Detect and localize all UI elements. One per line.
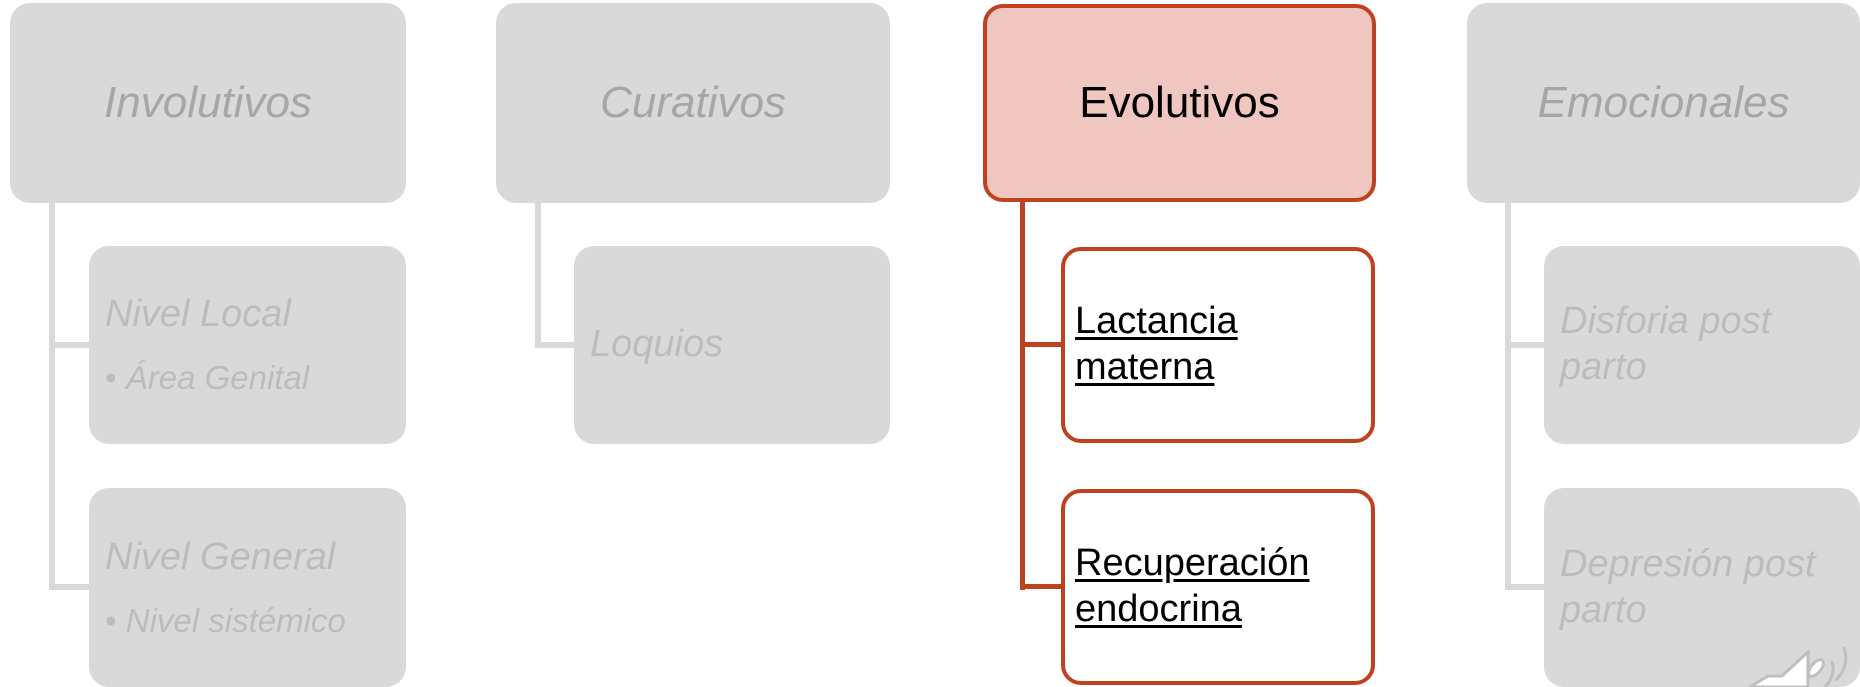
heading-curativos-label: Curativos bbox=[600, 78, 786, 127]
connector-curativos-branch-1 bbox=[535, 342, 577, 348]
connector-emocionales-branch-1 bbox=[1505, 342, 1547, 348]
node-recuperacion-endocrina-title[interactable]: Recuperación endocrina bbox=[1075, 542, 1310, 630]
node-recuperacion-endocrina[interactable]: Recuperación endocrina bbox=[1061, 489, 1375, 685]
node-nivel-local: Nivel Local Área Genital bbox=[89, 246, 406, 444]
connector-evolutivos-trunk bbox=[1020, 198, 1025, 590]
connector-curativos-trunk bbox=[535, 200, 541, 348]
heading-involutivos: Involutivos bbox=[10, 3, 406, 203]
connector-involutivos-trunk bbox=[49, 200, 55, 590]
connector-evolutivos-branch-1 bbox=[1020, 342, 1064, 347]
heading-curativos: Curativos bbox=[496, 3, 890, 203]
node-disforia-post-parto-title: Disforia post parto bbox=[1560, 300, 1772, 388]
heading-evolutivos[interactable]: Evolutivos bbox=[983, 4, 1376, 202]
connector-emocionales-branch-2 bbox=[1505, 584, 1547, 590]
heading-emocionales: Emocionales bbox=[1467, 3, 1860, 203]
connector-evolutivos-branch-2 bbox=[1020, 584, 1064, 589]
node-loquios: Loquios bbox=[574, 246, 890, 444]
node-lactancia-materna-title[interactable]: Lactancia materna bbox=[1075, 300, 1238, 388]
node-disforia-post-parto: Disforia post parto bbox=[1544, 246, 1860, 444]
connector-emocionales-trunk bbox=[1505, 200, 1511, 590]
node-depresion-post-parto-title: Depresión post parto bbox=[1560, 542, 1816, 631]
node-nivel-local-bullet: Área Genital bbox=[105, 358, 388, 398]
speaker-icon[interactable] bbox=[1748, 640, 1860, 687]
node-loquios-title: Loquios bbox=[590, 323, 724, 366]
heading-involutivos-label: Involutivos bbox=[104, 78, 312, 127]
heading-evolutivos-label: Evolutivos bbox=[1079, 78, 1280, 127]
node-depresion-post-parto: Depresión post parto bbox=[1544, 488, 1860, 687]
node-nivel-general-bullet: Nivel sistémico bbox=[105, 601, 388, 641]
heading-emocionales-label: Emocionales bbox=[1537, 78, 1790, 127]
node-nivel-local-title: Nivel Local bbox=[105, 293, 291, 336]
node-lactancia-materna[interactable]: Lactancia materna bbox=[1061, 247, 1375, 443]
connector-involutivos-branch-2 bbox=[49, 584, 91, 590]
node-nivel-general-title: Nivel General bbox=[105, 535, 336, 578]
node-nivel-general: Nivel General Nivel sistémico bbox=[89, 488, 406, 687]
connector-involutivos-branch-1 bbox=[49, 342, 91, 348]
